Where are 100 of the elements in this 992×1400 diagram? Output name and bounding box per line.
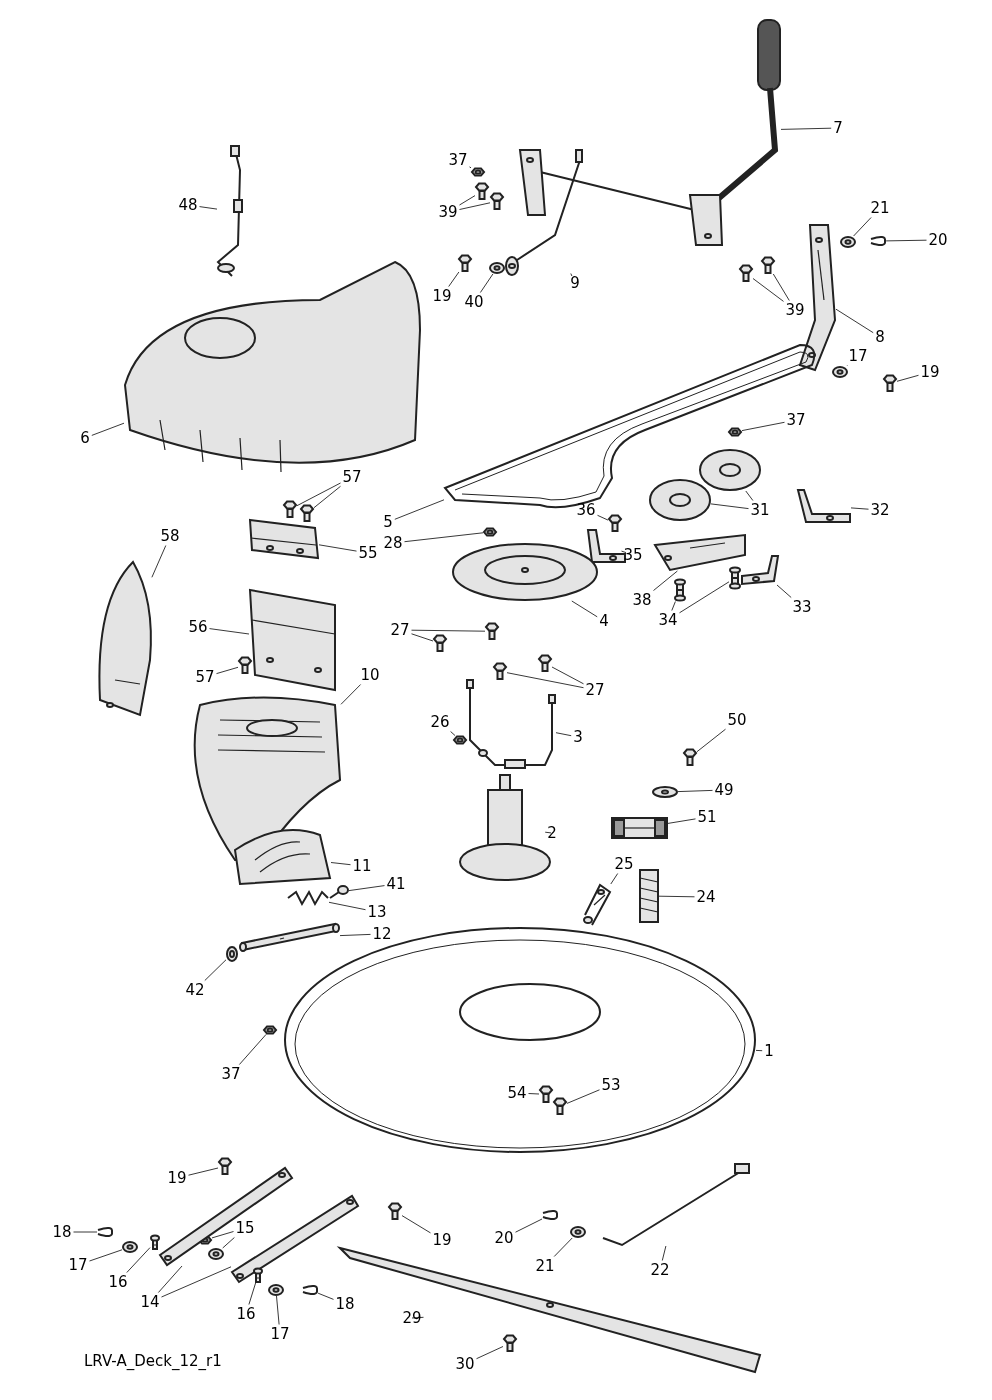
plate: [653, 533, 746, 572]
leader-line: [896, 374, 919, 382]
callout-number: 2: [546, 824, 558, 842]
spacer: [674, 578, 686, 602]
link-rod: [505, 149, 583, 276]
drawing-code: LRV-A_Deck_12_r1: [84, 1352, 222, 1370]
bolt: [682, 748, 698, 766]
callout-number: 19: [431, 287, 453, 305]
callout-number: 19: [166, 1169, 188, 1187]
callout-number: 39: [437, 203, 459, 221]
leader-line: [222, 1237, 235, 1249]
leader-line: [317, 1292, 334, 1300]
leader-line: [776, 584, 792, 598]
callout-number: 50: [726, 711, 748, 729]
rod: [239, 922, 340, 952]
leader-line: [126, 1247, 151, 1273]
pulley: [699, 449, 761, 491]
washer: [832, 366, 848, 378]
callout-number: 17: [269, 1325, 291, 1343]
leader-line: [696, 728, 726, 753]
bolt: [489, 192, 505, 210]
washer: [268, 1284, 284, 1296]
callout-number: 20: [493, 1229, 515, 1247]
leader-line: [339, 933, 371, 937]
washer: [840, 236, 856, 248]
bolt: [457, 254, 473, 272]
leader-line: [752, 278, 784, 302]
leader-line: [328, 901, 366, 911]
pin: [150, 1234, 160, 1250]
bolt: [299, 504, 315, 522]
callout-number: 19: [431, 1231, 453, 1249]
leader-line: [566, 1089, 600, 1104]
callout-number: 19: [919, 363, 941, 381]
leader-line: [450, 731, 456, 737]
bolt: [474, 182, 490, 200]
leader-line: [340, 684, 362, 705]
washer: [489, 262, 505, 274]
callout-number: 28: [382, 534, 404, 552]
leader-line: [658, 895, 695, 898]
blade: [336, 1246, 762, 1374]
shield: [98, 561, 152, 716]
leader-line: [276, 1295, 280, 1325]
leader-line: [610, 873, 619, 885]
deflector: [234, 829, 331, 885]
leader-line: [216, 666, 239, 675]
washer: [122, 1241, 138, 1253]
leader-line: [653, 570, 678, 591]
callout-number: 49: [713, 781, 735, 799]
leader-line: [459, 202, 491, 210]
callout-number: 8: [874, 328, 886, 346]
bolt: [237, 656, 253, 674]
bracket: [586, 529, 626, 563]
callout-number: 57: [341, 468, 363, 486]
callout-number: 22: [649, 1261, 671, 1279]
callout-number: 37: [220, 1065, 242, 1083]
callout-number: 24: [695, 888, 717, 906]
leader-line: [211, 1231, 234, 1239]
callout-number: 33: [791, 598, 813, 616]
clip: [226, 946, 238, 962]
washer: [652, 786, 678, 798]
bolt: [217, 1157, 233, 1175]
leader-line: [755, 1049, 763, 1052]
leader-line: [570, 273, 573, 277]
callout-number: 26: [429, 713, 451, 731]
callout-number: 18: [334, 1295, 356, 1313]
leader-line: [318, 544, 357, 552]
leader-line: [73, 1231, 98, 1233]
callout-number: 38: [631, 591, 653, 609]
nut: [452, 735, 468, 745]
leader-line: [835, 308, 874, 334]
callout-number: 12: [371, 925, 393, 943]
callout-number: 29: [401, 1309, 423, 1327]
leader-line: [394, 499, 445, 520]
spacer: [729, 566, 741, 590]
leader-line: [469, 166, 472, 169]
hair-pin-clip: [302, 1284, 319, 1296]
leader-line: [89, 1249, 123, 1262]
callout-number: 21: [534, 1257, 556, 1275]
pulley: [649, 479, 711, 521]
callout-number: 7: [832, 119, 844, 137]
callout-number: 34: [657, 611, 679, 629]
bracket: [248, 518, 320, 560]
leader-line: [528, 1093, 540, 1095]
link-arm: [158, 1166, 294, 1267]
rod: [602, 1163, 750, 1247]
callout-number: 40: [463, 293, 485, 311]
callout-number: 1: [763, 1042, 775, 1060]
callout-number: 55: [357, 544, 379, 562]
hook: [329, 885, 349, 899]
leader-line: [411, 629, 486, 632]
nut: [482, 527, 498, 537]
nut: [262, 1025, 278, 1035]
leader-line: [348, 885, 385, 892]
callout-number: 13: [366, 903, 388, 921]
leader-line: [401, 1215, 431, 1234]
leader-line: [850, 507, 869, 510]
callout-number: 16: [107, 1273, 129, 1291]
leader-line: [404, 532, 484, 543]
callout-number: 31: [749, 501, 771, 519]
callout-number: 37: [785, 411, 807, 429]
